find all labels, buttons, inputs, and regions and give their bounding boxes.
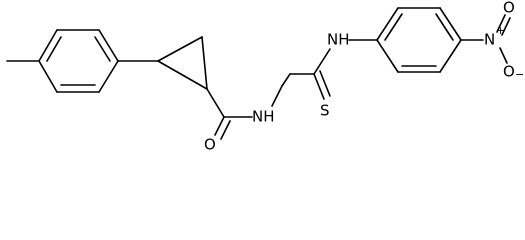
nitro-oxygen-charge: − <box>515 68 524 81</box>
molecule-structure: O NH NH S NH N + O O − <box>6 0 524 153</box>
bond-cyclopropyl-carbonyl <box>206 88 225 118</box>
atom-nitro-oxygen-top: O <box>503 0 515 17</box>
thione-double-bond <box>313 70 331 100</box>
carbonyl-double-bond <box>214 116 231 140</box>
nitrophenyl-ring <box>376 7 462 73</box>
atom-carbonyl-oxygen: O <box>204 136 216 153</box>
atom-nitro-nitrogen: N <box>484 31 495 49</box>
nitro-double-bond <box>496 14 511 36</box>
nitro-nitrogen-charge: + <box>496 24 505 37</box>
atom-thione-sulfur: S <box>320 102 330 120</box>
cyclopropane-ring <box>157 36 208 90</box>
tolyl-ring <box>38 29 119 93</box>
atom-hydrazide-nh: NH <box>252 108 275 126</box>
bond-nh-nh-2 <box>281 73 291 87</box>
atom-nitro-oxygen-bottom: O <box>503 63 515 81</box>
bond-thiocarbonyl-nh <box>313 48 331 75</box>
nitro-single-bond <box>499 47 508 64</box>
bond-nh-nh <box>271 85 283 107</box>
atom-aryl-nh: NH <box>327 31 350 49</box>
